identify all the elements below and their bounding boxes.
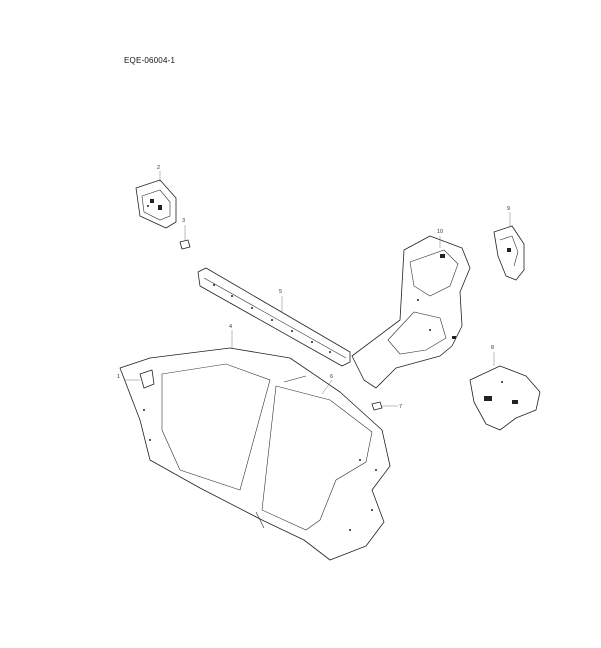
callout-6: 6 [330, 374, 333, 380]
callout-4: 4 [229, 324, 232, 330]
part-5-roof-rail[interactable] [197, 267, 351, 367]
callout-9: 9 [507, 206, 510, 212]
diagram-code: EQE-06004-1 [124, 56, 176, 65]
part-4-side-panel-outer[interactable] [119, 347, 391, 561]
part-1-front-bracket[interactable] [139, 369, 155, 389]
part-9-rear-bracket[interactable] [493, 225, 525, 281]
callout-5: 5 [279, 289, 282, 295]
callout-8: 8 [491, 345, 494, 351]
callout-10: 10 [437, 229, 443, 235]
callout-2: 2 [157, 165, 160, 171]
callout-7: 7 [399, 404, 402, 410]
callout-1: 1 [117, 374, 120, 380]
part-7-clip[interactable] [371, 401, 383, 411]
part-8-rear-quarter-piece[interactable] [469, 365, 541, 431]
part-3-clip[interactable] [179, 239, 191, 250]
part-2-bracket[interactable] [135, 179, 177, 229]
callout-3: 3 [182, 218, 185, 224]
part-10-rear-inner-panel[interactable] [351, 235, 471, 389]
